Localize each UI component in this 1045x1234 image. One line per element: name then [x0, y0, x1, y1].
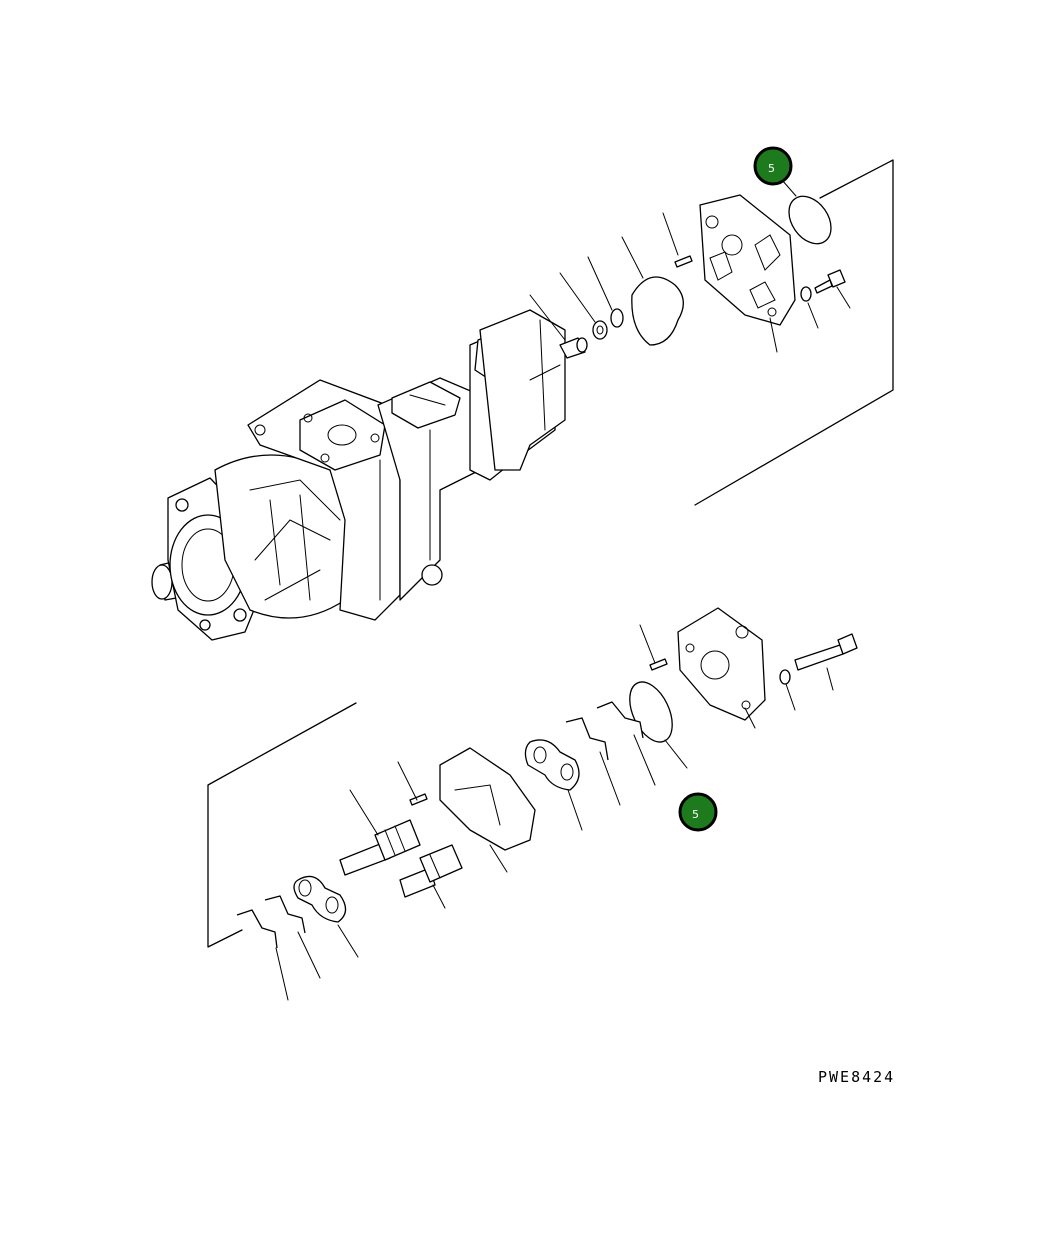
pump-main-body	[151, 309, 566, 641]
lower-exploded-parts	[236, 607, 858, 949]
lower-group-frame	[207, 702, 357, 948]
upper-exploded-parts	[559, 194, 846, 359]
callout-lower[interactable]: 5	[678, 792, 718, 832]
callout-upper-label: 5	[768, 162, 775, 175]
callout-lower-label: 5	[692, 808, 699, 821]
upper-leader-lines	[529, 179, 851, 353]
drawing-reference-code: PWE8424	[818, 1068, 896, 1086]
callout-upper[interactable]: 5	[753, 146, 793, 186]
upper-group-frame	[694, 159, 894, 506]
lower-leader-lines	[275, 624, 834, 1001]
